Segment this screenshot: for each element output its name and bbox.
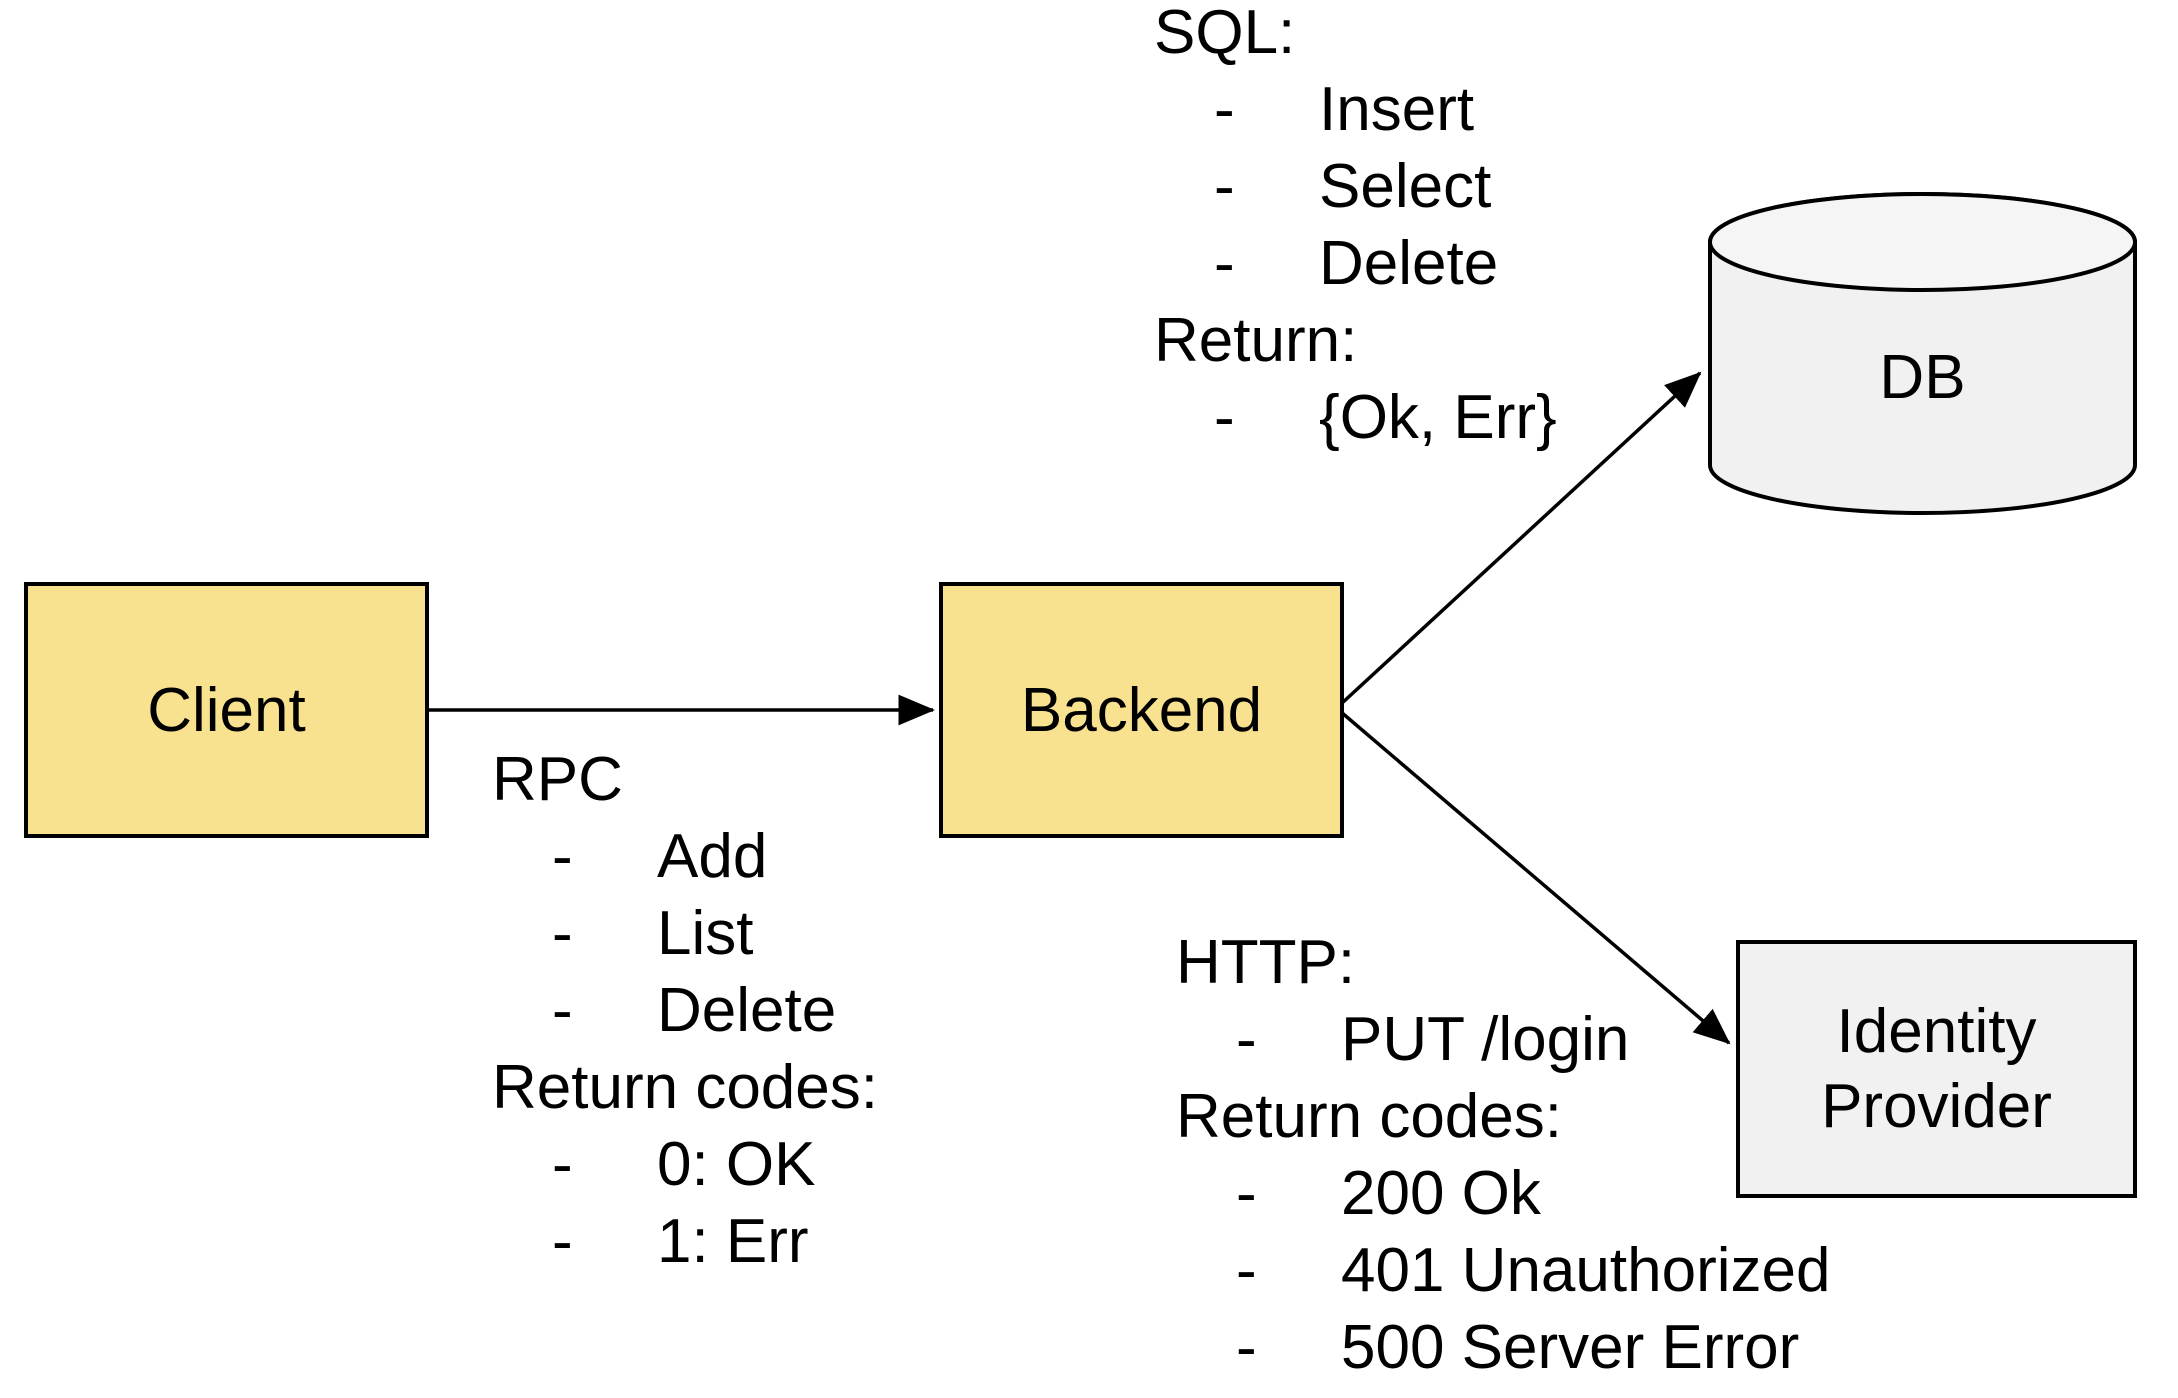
http-return-label: 200 Ok (1341, 1159, 1541, 1228)
arrow-backend-to-db (1339, 371, 1702, 706)
bullet-dash: - (1214, 383, 1235, 452)
http-call-label: PUT /login (1341, 1005, 1630, 1074)
rpc-call-item: - List (492, 895, 878, 972)
rpc-call-item: - Delete (492, 972, 878, 1049)
bullet-dash: - (1236, 1313, 1257, 1382)
node-client-label: Client (147, 675, 306, 745)
arrow-backend-to-identity-provider (1339, 710, 1731, 1045)
http-return-item: - 401 Unauthorized (1176, 1232, 1830, 1309)
rpc-return-item: - 0: OK (492, 1126, 878, 1203)
rpc-return-item: - 1: Err (492, 1203, 878, 1280)
rpc-return-label: 1: Err (657, 1207, 809, 1276)
bullet-dash: - (1236, 1159, 1257, 1228)
http-return-item: - 200 Ok (1176, 1155, 1562, 1232)
sql-call-item: - Select (1154, 148, 1491, 225)
sql-title: SQL: (1154, 0, 1296, 67)
bullet-dash: - (1214, 75, 1235, 144)
rpc-call-item: - Add (492, 818, 878, 895)
bullet-dash: - (1214, 229, 1235, 298)
rpc-call-label: List (657, 899, 754, 968)
rpc-call-label: Add (657, 822, 768, 891)
node-backend-label: Backend (1020, 675, 1263, 745)
http-return-label: 401 Unauthorized (1341, 1236, 1831, 1305)
sql-return-item: - {Ok, Err} (1154, 379, 1557, 456)
node-backend: Backend (939, 582, 1344, 838)
http-return-item: - 500 Server Error (1176, 1309, 1799, 1386)
node-client: Client (24, 582, 429, 838)
sql-call-label: Delete (1319, 229, 1499, 298)
annotation-rpc: RPC - Add - List - Delete Return codes: … (492, 741, 878, 1280)
http-title: HTTP: (1176, 928, 1356, 997)
node-identity-provider-label: Identity Provider (1821, 997, 2052, 1141)
bullet-dash: - (1214, 152, 1235, 221)
sql-call-item: - Insert (1154, 71, 1474, 148)
annotation-sql: SQL: - Insert - Select - Delete Return: … (1154, 0, 1557, 456)
rpc-call-label: Delete (657, 976, 837, 1045)
sql-call-label: Select (1319, 152, 1492, 221)
rpc-title: RPC (492, 745, 623, 814)
http-return-title: Return codes: (1176, 1082, 1562, 1151)
bullet-dash: - (552, 976, 573, 1045)
http-call-item: - PUT /login (1176, 1001, 1629, 1078)
sql-call-item: - Delete (1154, 225, 1498, 302)
db-cylinder (1708, 192, 2137, 515)
bullet-dash: - (1236, 1005, 1257, 1074)
sql-return-label: {Ok, Err} (1319, 383, 1557, 452)
bullet-dash: - (552, 899, 573, 968)
http-return-label: 500 Server Error (1341, 1313, 1800, 1382)
db-cylinder-top (1708, 192, 2137, 292)
sql-call-label: Insert (1319, 75, 1475, 144)
bullet-dash: - (552, 1207, 573, 1276)
node-db-label: DB (1879, 343, 1966, 412)
rpc-return-title: Return codes: (492, 1053, 878, 1122)
bullet-dash: - (552, 1130, 573, 1199)
bullet-dash: - (552, 822, 573, 891)
sql-return-title: Return: (1154, 306, 1358, 375)
node-identity-provider: Identity Provider (1736, 940, 2137, 1198)
rpc-return-label: 0: OK (657, 1130, 816, 1199)
bullet-dash: - (1236, 1236, 1257, 1305)
annotation-http: HTTP: - PUT /login Return codes: - 200 O… (1176, 924, 1830, 1386)
node-db: DB (1710, 242, 2135, 513)
